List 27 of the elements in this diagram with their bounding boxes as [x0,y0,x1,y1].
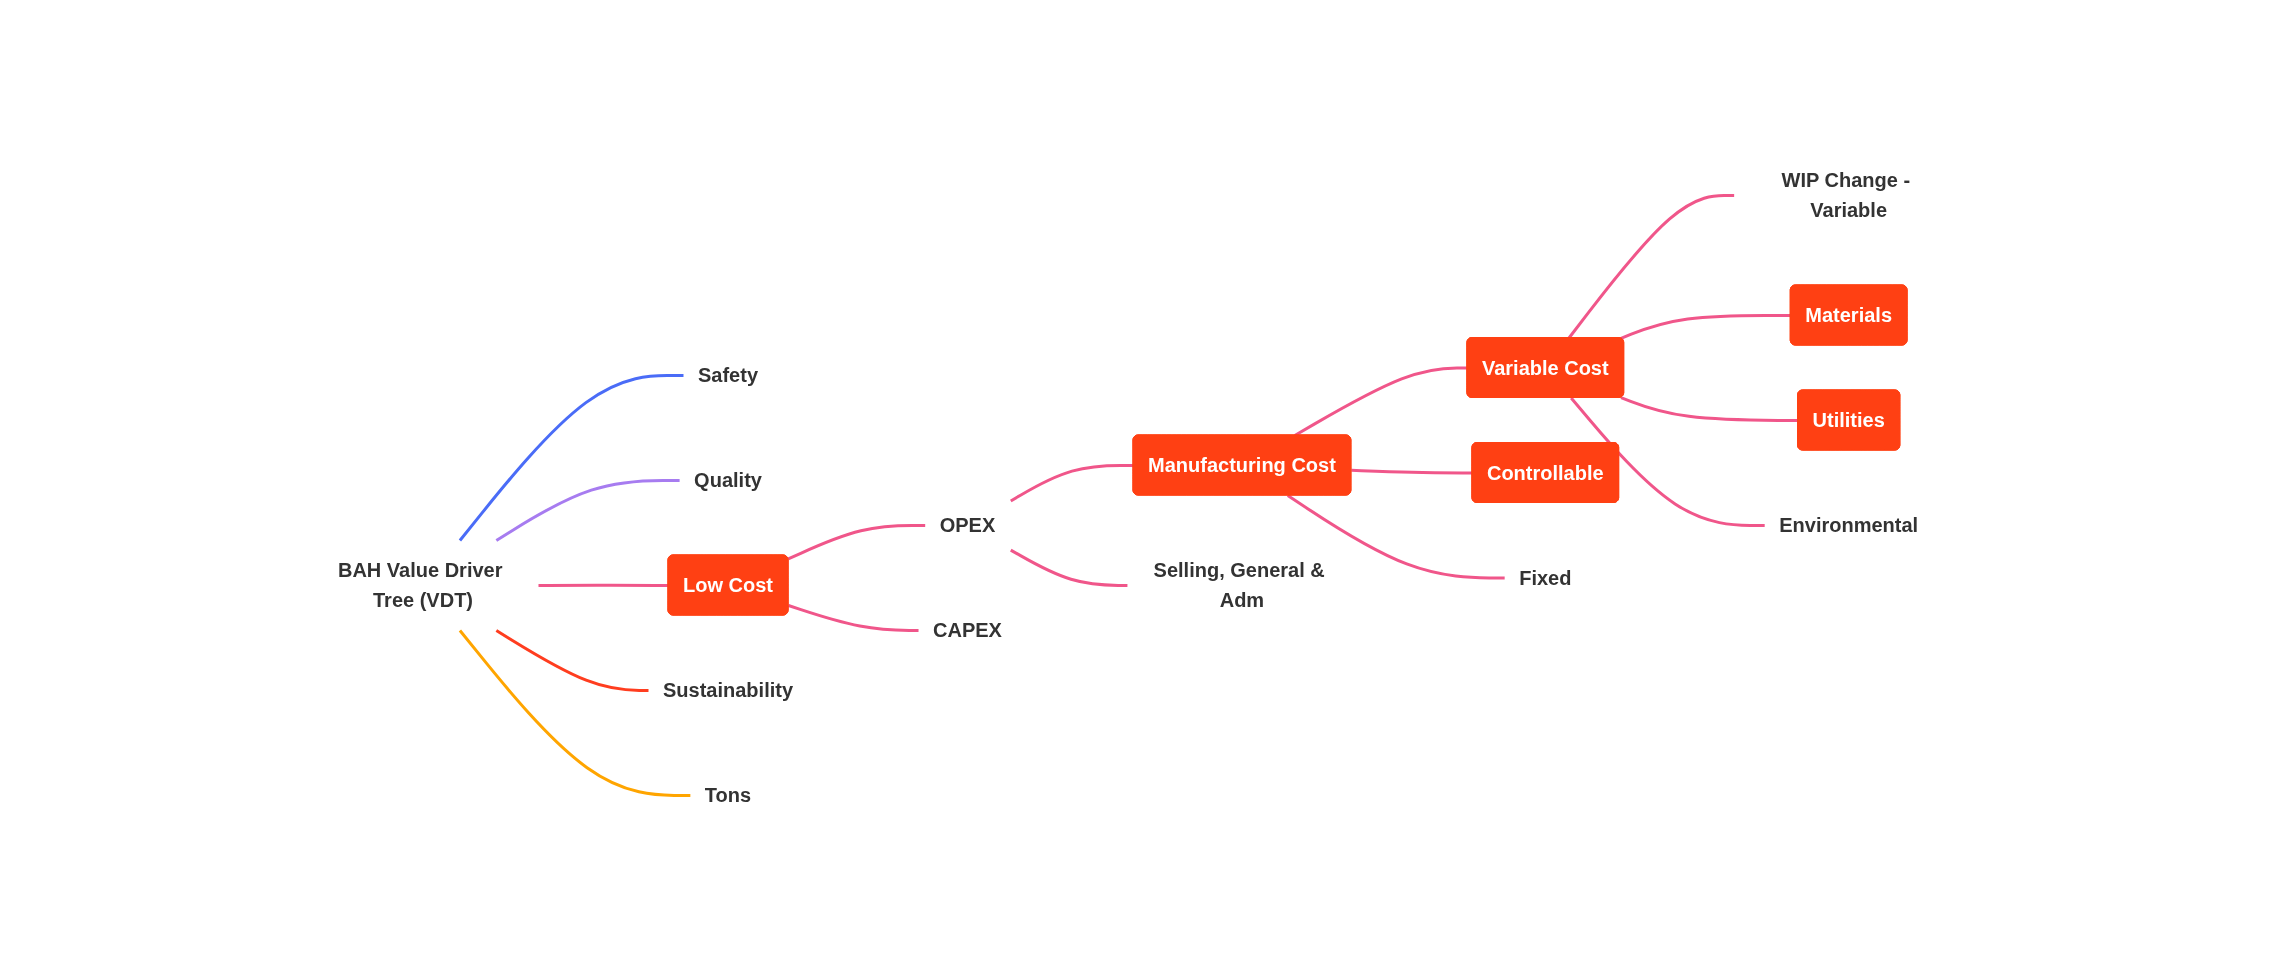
connector [1570,397,1765,527]
connector [1287,494,1505,580]
connector [1351,468,1473,475]
node-text: Quality [694,469,763,491]
connector [458,373,684,542]
node-text: Selling, General & Adm [1153,559,1325,611]
node-text: Sustainability [663,679,794,701]
connector [787,523,926,561]
connector [1010,463,1134,503]
connector [1010,548,1128,587]
connector [495,478,680,542]
node-text: Environmental [1779,514,1919,536]
node-text: Safety [698,364,759,386]
connector [458,629,691,797]
node-text: BAH Value Driver Tree (VDT) [338,559,503,611]
connector [1620,313,1791,340]
node-text: CAPEX [933,619,1003,641]
connector [538,583,669,587]
connector [495,629,649,692]
connector [1620,396,1799,422]
connector [788,604,919,632]
node-text: OPEX [939,514,996,536]
node-text: Fixed [1519,566,1572,589]
node-text: WIP Change - Variable [1781,169,1911,221]
node-text: Tons [705,784,752,806]
connector [1294,366,1468,437]
connector [1567,193,1735,339]
